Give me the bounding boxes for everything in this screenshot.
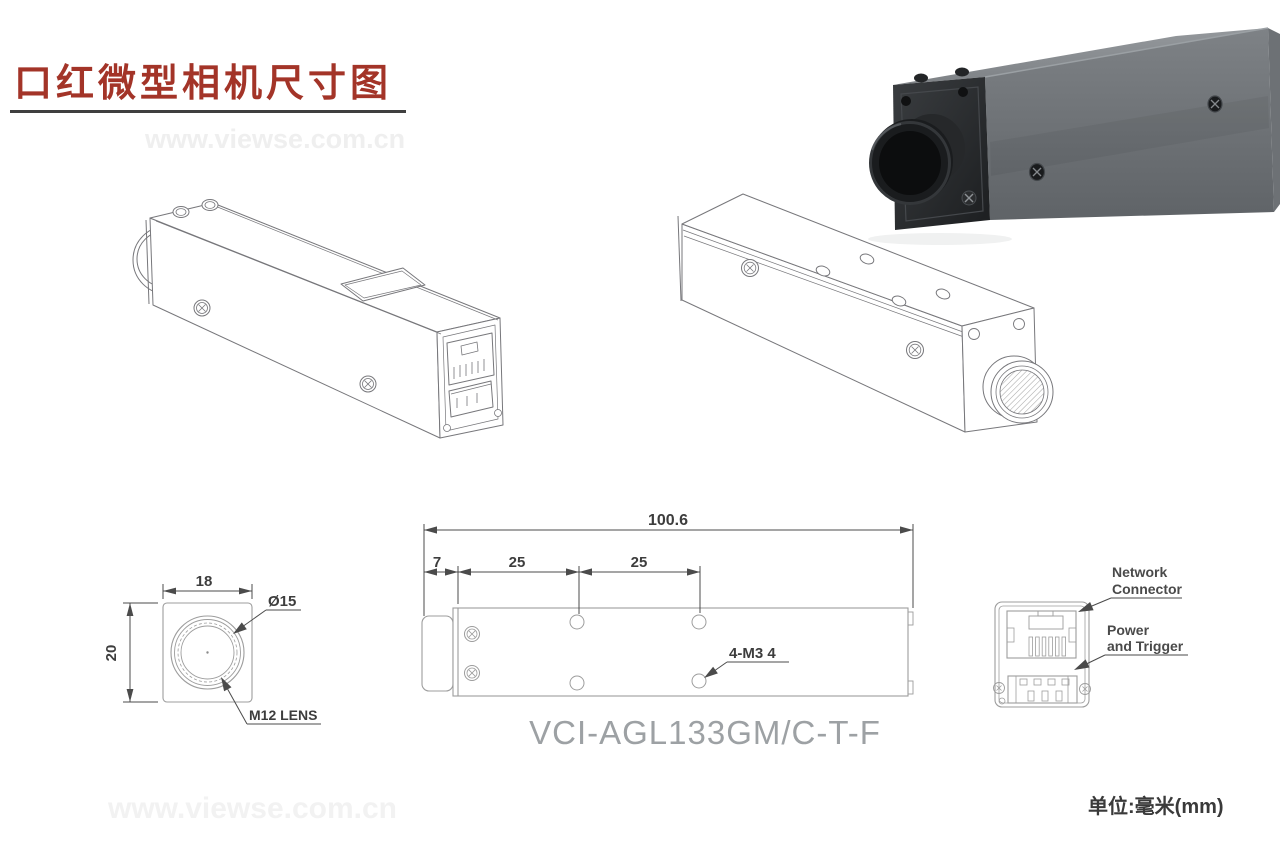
iso-rj45-jack <box>446 332 495 386</box>
rj45-connector <box>1006 610 1077 659</box>
iso-drawing-front <box>677 193 1054 433</box>
iso-rear-side-screws <box>193 299 377 393</box>
page-title: 口红微型相机尺寸图 <box>14 63 393 105</box>
watermark-top: www.viewse.com.cn <box>145 124 406 154</box>
lens-type-label: M12 LENS <box>249 707 317 723</box>
dim-hole-pitch-2: 25 <box>631 554 648 571</box>
rear-view-drawing: Network Connector Power and Trigger <box>993 564 1188 708</box>
dim-hole-pitch-1: 25 <box>509 554 526 571</box>
side-view-drawing: 100.6 7 25 25 4-M3 4 <box>421 512 914 697</box>
power-label-line1: Power <box>1107 622 1150 638</box>
iso-drawing-rear <box>132 199 504 439</box>
dim-cap-length: 7 <box>433 554 441 571</box>
unit-note: 单位:毫米(mm) <box>1088 796 1224 818</box>
power-trigger-connector <box>1007 675 1078 704</box>
power-label-line2: and Trigger <box>1107 638 1184 654</box>
watermark-bottom: www.viewse.com.cn <box>108 792 397 825</box>
thread-note: 4-M3 4 <box>729 645 776 662</box>
model-number: VCI-AGL133GM/C-T-F <box>529 714 881 751</box>
iso-top-holes <box>815 253 951 307</box>
dim-height: 20 <box>103 645 120 662</box>
iso-power-connector <box>448 380 494 418</box>
dim-lens-diameter: Ø15 <box>268 593 296 610</box>
photo-lens-barrel <box>869 114 965 205</box>
dim-width: 18 <box>196 573 213 590</box>
title-underline <box>10 110 406 113</box>
photo-front-screw <box>961 190 977 206</box>
photo-top-face <box>893 28 1268 85</box>
network-label-line2: Connector <box>1112 581 1183 597</box>
iso-front-side-screws <box>741 259 924 359</box>
hero-photo <box>868 27 1280 245</box>
photo-side-screws <box>1028 95 1223 182</box>
network-label-line1: Network <box>1112 564 1167 580</box>
front-view-dimensions <box>123 584 321 725</box>
iso-rear-top-screws <box>172 199 219 218</box>
photo-rear-face <box>1268 28 1280 212</box>
photo-side-face <box>985 28 1274 220</box>
label-sticker <box>340 267 426 302</box>
front-view-drawing: 18 20 Ø15 M12 LENS <box>103 573 321 725</box>
iso-lens <box>982 355 1054 424</box>
dim-overall-length: 100.6 <box>648 512 688 529</box>
